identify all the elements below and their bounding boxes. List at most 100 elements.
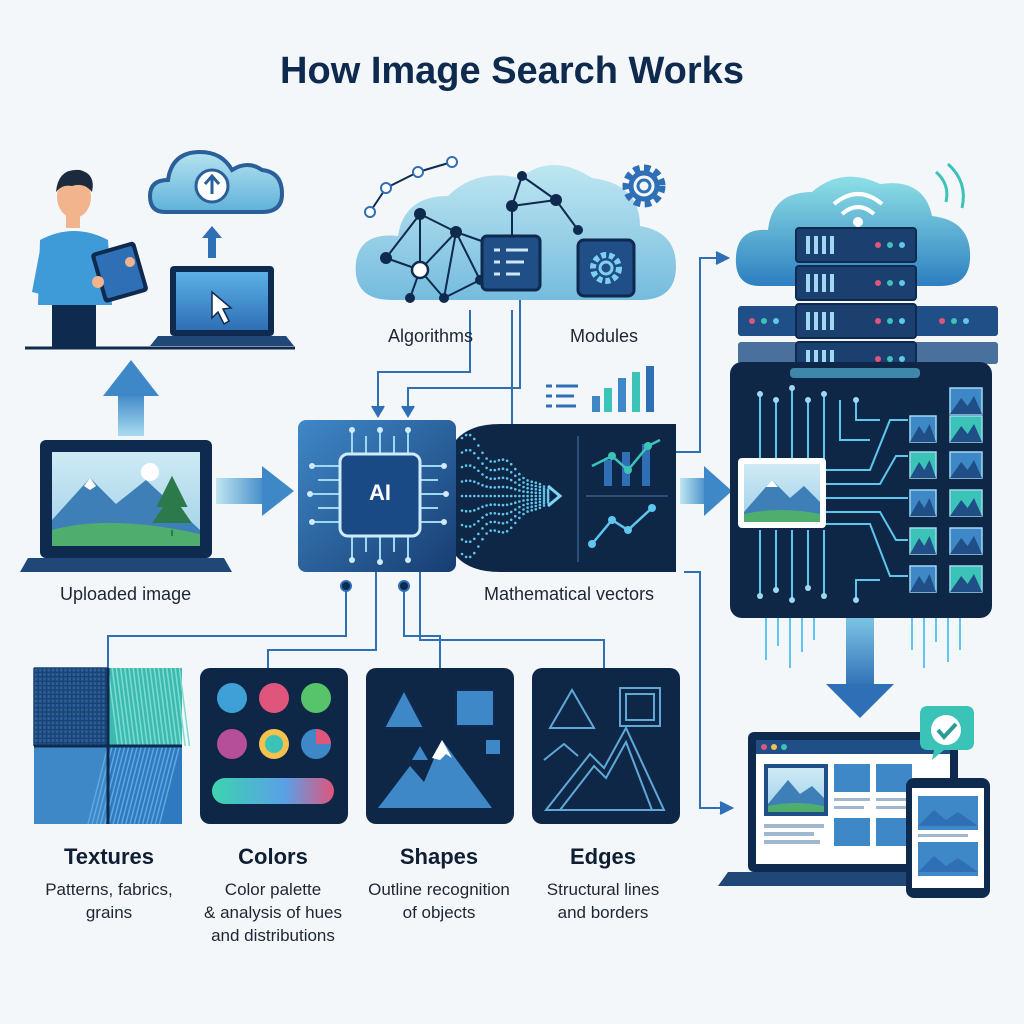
thumbnail-mountain (950, 396, 982, 414)
vector-dot (526, 486, 529, 490)
vector-dot (493, 503, 497, 506)
vector-dot (505, 512, 509, 515)
thumbnail-mountain (950, 574, 982, 592)
vector-dot (477, 494, 480, 498)
vector-dot (542, 497, 546, 500)
vector-dot (473, 494, 476, 498)
feature-title-colors: Colors (238, 844, 308, 869)
vector-dot (538, 497, 542, 501)
vector-dot (489, 494, 493, 498)
thumbnail-mountain (950, 536, 982, 554)
vector-dot (514, 521, 517, 525)
vector-dot (505, 468, 509, 471)
vector-dot (518, 489, 521, 492)
vectors-to-cloud-connector (676, 251, 735, 815)
vector-dot (485, 476, 488, 479)
hatch-line (146, 745, 168, 825)
vector-dot (501, 512, 505, 516)
vector-dot (477, 545, 480, 548)
vector-dot (485, 504, 488, 507)
vector-dot (460, 436, 464, 440)
hatch-line (99, 745, 122, 825)
vector-dot (538, 500, 542, 504)
vector-dot (514, 481, 517, 484)
hatch-line (174, 667, 186, 747)
vector-dot (522, 503, 525, 507)
person-with-tablet-icon (25, 169, 295, 350)
vector-dot (534, 494, 538, 498)
vector-dot (481, 473, 484, 476)
vector-dot (530, 480, 533, 484)
checkmark-badge-icon (920, 706, 974, 760)
vector-dot (497, 521, 501, 525)
matching-circuit-board (730, 362, 992, 618)
laptop-cursor-icon (150, 266, 294, 346)
vector-dot (468, 464, 472, 467)
vector-dot (481, 451, 484, 455)
vector-dot (501, 531, 505, 534)
vector-dot (542, 504, 546, 507)
vector-dot (493, 460, 497, 463)
vector-dot (497, 467, 501, 471)
vector-dot (501, 494, 505, 498)
vector-dot (542, 499, 546, 503)
feature-desc-shapes: Outline recognition of objects (368, 880, 510, 922)
vector-dot (534, 488, 538, 491)
hatch-line (145, 667, 157, 747)
vector-dot (460, 451, 464, 454)
vector-dot (473, 451, 476, 455)
vector-dot (542, 489, 546, 493)
vector-dot (542, 492, 546, 495)
bar-chart-icon (546, 366, 654, 412)
vector-dot (477, 532, 480, 536)
vector-dot (534, 508, 538, 511)
hatch-line (115, 667, 128, 747)
vector-dot (534, 484, 538, 488)
vector-dot (493, 512, 497, 515)
vector-dot (497, 459, 501, 462)
vector-dot (473, 551, 476, 555)
hatch-line (136, 667, 149, 747)
vector-dot (534, 504, 538, 508)
vector-dot (493, 468, 497, 472)
vector-dot (514, 494, 517, 498)
ai-chip-label: AI (369, 480, 391, 505)
vector-dot (538, 506, 542, 510)
vector-dot (489, 460, 493, 463)
hatch-line (129, 745, 151, 825)
hatch-line (153, 667, 165, 747)
vector-dot (493, 494, 497, 498)
vector-dot (485, 532, 488, 535)
uploaded-image-laptop (20, 440, 232, 572)
hatch-line (161, 667, 174, 747)
vector-dot (509, 486, 513, 490)
cloud-to-ai-connectors (371, 300, 521, 424)
hatch-line (133, 745, 155, 825)
vector-dot (518, 478, 521, 481)
vector-dot (509, 494, 513, 498)
vector-dot (481, 516, 484, 519)
vector-dot (505, 477, 509, 480)
vector-dot (464, 525, 468, 528)
vector-dot (477, 507, 480, 510)
vector-dot (530, 501, 533, 505)
feature-connectors (107, 572, 605, 670)
hatch-line (140, 667, 153, 747)
vector-dot (509, 502, 513, 506)
vector-dot (473, 509, 476, 512)
vector-dot (518, 494, 521, 498)
algorithms-label: Algorithms (388, 326, 474, 346)
hatch-line (150, 745, 172, 825)
hatch-line (95, 745, 118, 825)
vector-dot (468, 494, 472, 498)
shapes-tile (366, 668, 514, 824)
vector-dot (514, 501, 517, 505)
hatch-line (137, 745, 160, 825)
vector-dot (485, 466, 488, 470)
vector-dot (526, 494, 529, 498)
hatch-line (128, 667, 140, 747)
vector-dot (468, 555, 472, 559)
hatch-line (154, 745, 176, 825)
vector-dot (464, 540, 468, 543)
vector-dot (481, 483, 484, 487)
